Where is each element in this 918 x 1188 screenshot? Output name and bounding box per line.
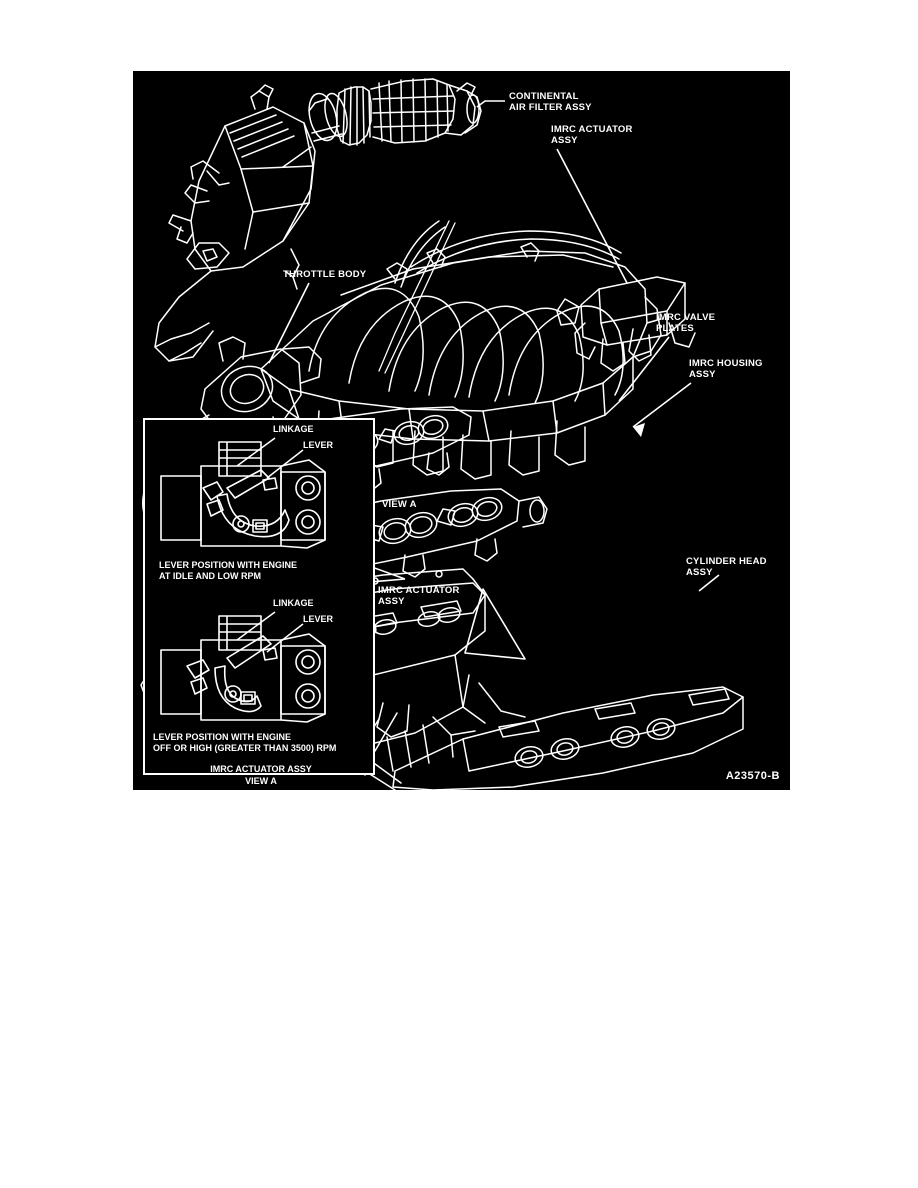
inset-label-lever-idle: LEVER [303, 440, 334, 450]
callout-imrc-actuator-assy-lower: IMRC ACTUATOR ASSY [378, 585, 460, 607]
inset-caption-high: LEVER POSITION WITH ENGINE OFF OR HIGH (… [153, 732, 337, 753]
inset-caption-idle: LEVER POSITION WITH ENGINE AT IDLE AND L… [159, 560, 298, 581]
figure-panel: CONTINENTAL AIR FILTER ASSY IMRC ACTUATO… [133, 71, 790, 790]
callout-imrc-housing-assy: IMRC HOUSING ASSY [689, 358, 763, 380]
figure-code: A23570-B [725, 770, 780, 782]
inset-view-high-leaders [236, 611, 304, 653]
inset-view-idle-leaders [236, 437, 304, 479]
callout-continental-air-filter-assy: CONTINENTAL AIR FILTER ASSY [509, 91, 592, 113]
cylinder-head-lower-art [354, 682, 744, 790]
callout-view-a-marker: VIEW A [382, 499, 417, 510]
callout-throttle-body: THROTTLE BODY [283, 269, 367, 280]
inset-label-linkage-high: LINKAGE [273, 598, 314, 608]
air-filter-assembly-art [154, 84, 316, 362]
air-intake-tube-art [282, 78, 482, 168]
callout-imrc-actuator-assy-top: IMRC ACTUATOR ASSY [551, 124, 633, 146]
inset-view-idle-art [160, 441, 326, 549]
callout-cylinder-head-assy: CYLINDER HEAD ASSY [686, 556, 767, 578]
inset-title: IMRC ACTUATOR ASSY [210, 764, 312, 774]
inset-subtitle: VIEW A [245, 776, 277, 786]
callout-imrc-valve-plates: IMRC VALVE PLATES [656, 312, 716, 334]
imrc-actuator-inset-panel: LINKAGE LEVER LEVER POSITION WITH ENGINE… [143, 418, 375, 786]
inset-label-linkage-idle: LINKAGE [273, 424, 314, 434]
inset-label-lever-high: LEVER [303, 614, 334, 624]
